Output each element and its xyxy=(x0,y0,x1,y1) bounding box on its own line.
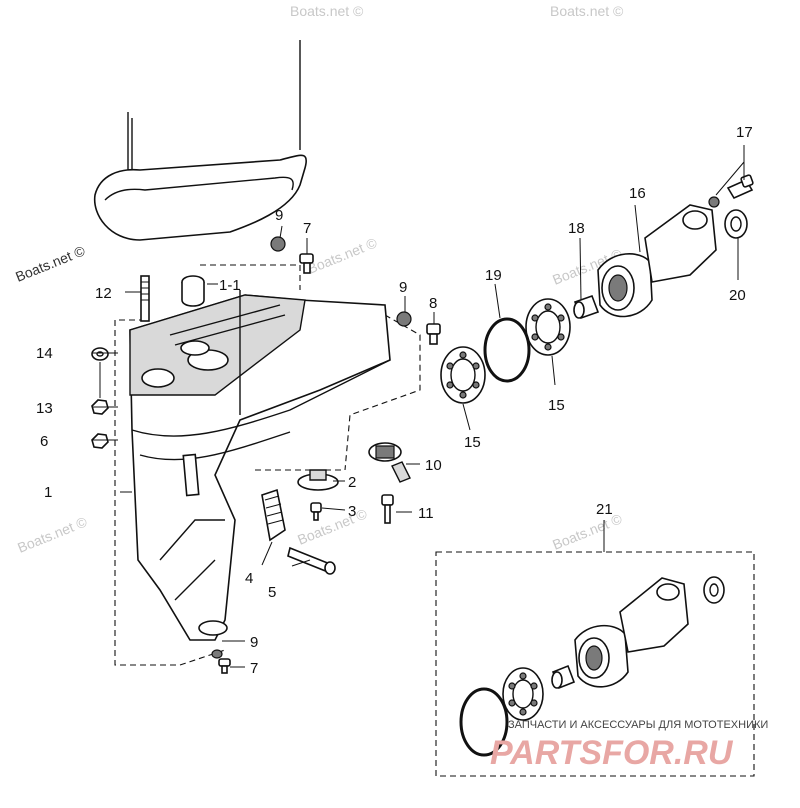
watermark: Boats.net © xyxy=(295,505,370,548)
callout-label: 13 xyxy=(36,400,53,417)
callout-label: 21 xyxy=(596,501,613,518)
watermark: Boats.net © xyxy=(15,513,90,556)
callout-label: 19 xyxy=(485,267,502,284)
callout-label: 9 xyxy=(275,207,283,224)
callout-label: 20 xyxy=(729,287,746,304)
part-washer xyxy=(96,351,104,357)
callout-label: 9 xyxy=(250,634,258,651)
watermark: Boats.net © xyxy=(550,510,625,553)
callout-label: 17 xyxy=(736,124,753,141)
assembly-kit xyxy=(459,576,725,757)
assembly-guide xyxy=(200,264,301,290)
watermark: Boats.net © xyxy=(290,3,364,19)
callout-label: 7 xyxy=(303,220,311,237)
callout-label: 16 xyxy=(629,185,646,202)
part-bolt xyxy=(426,323,441,345)
callout-label: 10 xyxy=(425,457,442,474)
part-washer xyxy=(708,196,720,208)
callout-label: 18 xyxy=(568,220,585,237)
drive-shaft-housing xyxy=(93,40,307,241)
leader-lines xyxy=(92,145,745,668)
part-bolt xyxy=(287,546,336,575)
part-bearing xyxy=(525,298,571,356)
part-o-ring xyxy=(483,317,531,383)
callout-label: 15 xyxy=(548,397,565,414)
callout-label: 8 xyxy=(429,295,437,312)
assembly-kit-box xyxy=(435,551,755,777)
watermark: Boats.net © xyxy=(550,3,624,19)
gear-case xyxy=(129,290,391,641)
watermark: Boats.net © xyxy=(13,242,88,285)
part-washer xyxy=(270,236,286,252)
callout-label: 7 xyxy=(250,660,258,677)
part-seal xyxy=(297,469,339,491)
part-sleeve xyxy=(573,294,600,320)
callout-label: 5 xyxy=(268,584,276,601)
callout-label: 2 xyxy=(348,474,356,491)
banner-logo: PARTSFOR.RU xyxy=(490,734,734,772)
callout-label: 4 xyxy=(245,570,253,587)
callout-label: 9 xyxy=(399,279,407,296)
callout-label: 3 xyxy=(348,503,356,520)
part-bolt xyxy=(218,658,231,674)
callout-label: 15 xyxy=(464,434,481,451)
part-pump-housing xyxy=(597,204,717,318)
callout-label: 11 xyxy=(418,505,434,522)
part-stud xyxy=(140,275,150,322)
part-washer xyxy=(91,347,109,361)
part-washer xyxy=(211,649,223,659)
callout-label: 1-1 xyxy=(219,277,241,294)
part-washer xyxy=(396,311,412,327)
part-screw xyxy=(381,494,394,524)
part-bearing xyxy=(440,346,486,404)
callout-label: 6 xyxy=(40,433,48,450)
watermark: Boats.net © xyxy=(305,234,380,277)
part-bushing xyxy=(181,275,205,307)
assembly-guide xyxy=(344,314,421,471)
assembly-guide xyxy=(114,319,226,666)
part-bolt xyxy=(726,174,754,200)
callout-label: 12 xyxy=(95,285,112,302)
banner-tagline: ЗАПЧАСТИ И АКСЕССУАРЫ ДЛЯ МОТОТЕХНИКИ xyxy=(508,719,768,731)
part-nut xyxy=(91,433,109,449)
part-washer xyxy=(724,209,748,239)
callout-label: 14 xyxy=(36,345,53,362)
part-screw xyxy=(310,502,322,521)
callout-label: 1 xyxy=(44,484,52,501)
part-washer xyxy=(730,216,742,232)
part-shift-cam xyxy=(368,442,411,483)
part-anode xyxy=(261,488,286,542)
